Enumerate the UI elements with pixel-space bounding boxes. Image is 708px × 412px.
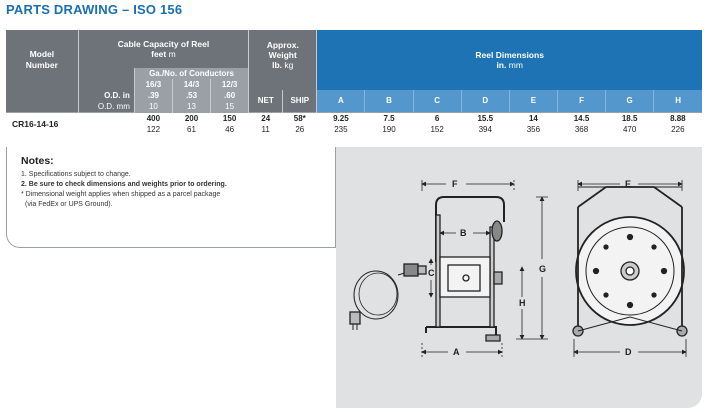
od-in-value: .39 bbox=[134, 90, 173, 101]
dim-header-a: A bbox=[316, 90, 366, 112]
cable-capacity-header: Cable Capacity of Reel feet m bbox=[78, 30, 250, 68]
weight-net-lb-cell: 24 bbox=[248, 111, 283, 124]
dim-header-b: B bbox=[364, 90, 414, 112]
notes-box: Notes: 1. Specifications subject to chan… bbox=[6, 147, 336, 248]
conductor-col-12-3: 12/3 bbox=[210, 79, 250, 90]
dim-header-d: D bbox=[461, 90, 510, 112]
dim-label-a: A bbox=[453, 347, 460, 357]
conductor-col-16-3: 16/3 bbox=[134, 79, 173, 90]
dim-mm-cell: 190 bbox=[364, 124, 414, 135]
dim-header-f: F bbox=[557, 90, 607, 112]
weight-ship-lb-cell: 58* bbox=[282, 111, 317, 124]
note-item: (via FedEx or UPS Ground). bbox=[25, 201, 113, 208]
capacity-spacer-cell bbox=[78, 124, 135, 135]
dim-mm-cell: 226 bbox=[653, 124, 702, 135]
weight-spacer bbox=[248, 79, 318, 90]
dim-mm-cell: 394 bbox=[461, 124, 510, 135]
capacity-ft-cell: 150 bbox=[210, 111, 249, 124]
model-spacer-2 bbox=[6, 101, 79, 112]
dim-mm-cell: 152 bbox=[413, 124, 462, 135]
conductor-col-14-3: 14/3 bbox=[172, 79, 212, 90]
capacity-spacer-cell bbox=[78, 111, 135, 124]
od-mm-value: 15 bbox=[210, 101, 250, 112]
table-row: 122 61 46 11 26 235 190 152 394 356 368 … bbox=[6, 124, 702, 135]
dim-label-e: E bbox=[625, 179, 631, 189]
weight-net-kg-cell: 11 bbox=[248, 124, 283, 135]
conductors-header: Ga./No. of Conductors bbox=[134, 68, 250, 79]
approx-weight-header: Approx. Weight lb. kg bbox=[248, 30, 318, 79]
notes-heading: Notes: bbox=[21, 155, 54, 167]
od-in-value: .53 bbox=[172, 90, 212, 101]
dim-header-g: G bbox=[605, 90, 655, 112]
dim-header-h: H bbox=[653, 90, 702, 112]
weight-ship-kg-cell: 26 bbox=[282, 124, 317, 135]
capacity-spacer-2 bbox=[78, 79, 135, 90]
dim-in-cell: 8.88 bbox=[653, 111, 702, 124]
dim-label-g: G bbox=[539, 264, 546, 274]
od-mm-value: 10 bbox=[134, 101, 173, 112]
od-mm-label: O.D. mm bbox=[78, 101, 135, 112]
capacity-ft-cell: 200 bbox=[172, 111, 211, 124]
dim-label-h: H bbox=[519, 298, 526, 308]
capacity-m-cell: 46 bbox=[210, 124, 249, 135]
reel-drawing: F B C G H A E D bbox=[349, 179, 688, 357]
od-in-label: O.D. in bbox=[78, 90, 135, 101]
dim-mm-cell: 470 bbox=[605, 124, 654, 135]
side-view-dimensions bbox=[421, 180, 548, 357]
dim-header-e: E bbox=[509, 90, 558, 112]
dim-mm-cell: 356 bbox=[509, 124, 558, 135]
front-view bbox=[572, 186, 688, 337]
dim-header-c: C bbox=[413, 90, 462, 112]
dim-in-cell: 14 bbox=[509, 111, 558, 124]
note-item: 2. Be sure to check dimensions and weigh… bbox=[21, 181, 227, 188]
dim-label-d: D bbox=[625, 347, 632, 357]
front-view-dimensions bbox=[573, 180, 687, 357]
capacity-m-cell: 122 bbox=[134, 124, 173, 135]
dim-in-cell: 15.5 bbox=[461, 111, 510, 124]
side-view bbox=[349, 196, 505, 342]
dim-mm-cell: 235 bbox=[316, 124, 365, 135]
capacity-m-cell: 61 bbox=[172, 124, 211, 135]
parts-drawing-panel: F B C G H A E D bbox=[336, 147, 702, 408]
dim-in-cell: 6 bbox=[413, 111, 462, 124]
dim-label-f: F bbox=[452, 179, 458, 189]
table-row: CR16-14-16 400 200 150 24 58* 9.25 7.5 6… bbox=[6, 111, 702, 135]
model-number-cell: CR16-14-16 bbox=[6, 111, 79, 135]
od-in-value: .60 bbox=[210, 90, 250, 101]
note-item: * Dimensional weight applies when shippe… bbox=[21, 191, 221, 198]
dim-in-cell: 7.5 bbox=[364, 111, 414, 124]
reel-dimensions-header: Reel Dimensions in. mm bbox=[316, 30, 702, 90]
dim-in-cell: 18.5 bbox=[605, 111, 654, 124]
dim-label-b: B bbox=[460, 228, 467, 238]
note-item: 1. Specifications subject to change. bbox=[21, 171, 131, 178]
capacity-ft-cell: 400 bbox=[134, 111, 173, 124]
model-spacer bbox=[6, 90, 79, 101]
dim-in-cell: 14.5 bbox=[557, 111, 606, 124]
capacity-spacer bbox=[78, 68, 135, 79]
od-mm-value: 13 bbox=[172, 101, 212, 112]
page-title: PARTS DRAWING – ISO 156 bbox=[6, 2, 183, 17]
ship-header: SHIP bbox=[282, 90, 318, 112]
net-header: NET bbox=[248, 90, 284, 112]
dim-mm-cell: 368 bbox=[557, 124, 606, 135]
dim-label-c: C bbox=[428, 268, 435, 278]
dim-in-cell: 9.25 bbox=[316, 111, 365, 124]
